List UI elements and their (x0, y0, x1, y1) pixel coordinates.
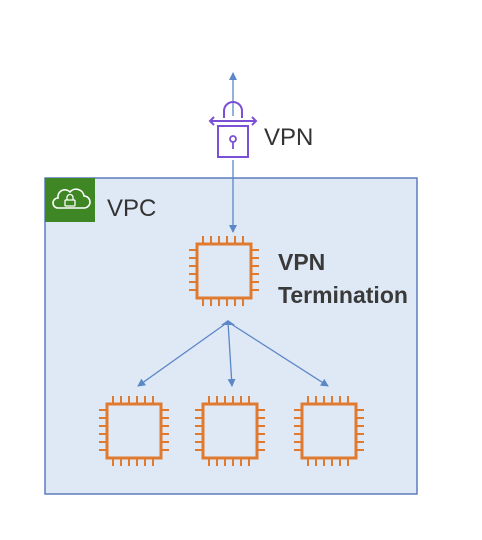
cloud-lock-icon (45, 178, 95, 222)
vpn-termination-label: VPN Termination (278, 246, 408, 312)
vpc-container (44, 177, 418, 495)
arrow-termination-to-instance-3 (227, 321, 329, 387)
arrow-termination-to-instance-1 (137, 321, 229, 387)
connections (137, 72, 329, 387)
vpn-termination-label-line2: Termination (278, 282, 408, 308)
lock-icon (208, 101, 258, 158)
vpc-label: VPC (107, 195, 157, 222)
arrow-termination-to-instance-2 (227, 321, 236, 387)
vpn-termination-label-line1: VPN (278, 249, 326, 275)
vpn-label: VPN (264, 124, 314, 151)
